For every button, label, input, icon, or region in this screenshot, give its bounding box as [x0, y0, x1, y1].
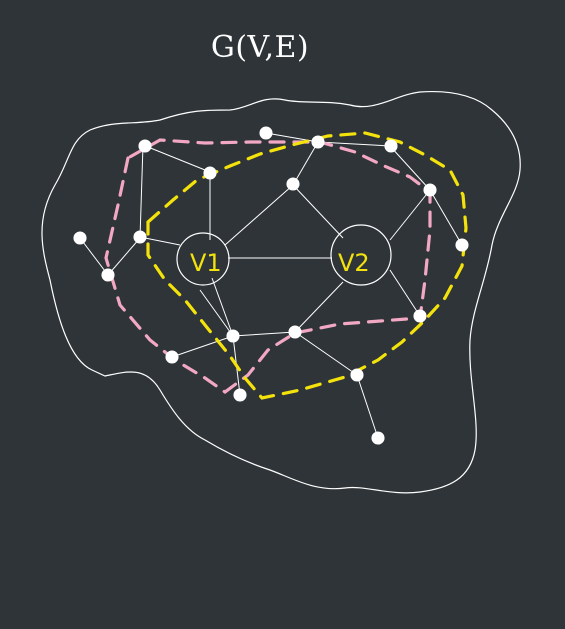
edge [224, 184, 294, 246]
vertex [286, 177, 300, 191]
edge [171, 335, 234, 358]
edges [79, 132, 463, 439]
vertex [311, 135, 325, 149]
vertex [259, 126, 273, 140]
vertex [226, 329, 240, 343]
vertex [288, 325, 302, 339]
vertex [384, 139, 398, 153]
vertex [101, 268, 115, 282]
edge [292, 141, 319, 186]
vertex [413, 309, 427, 323]
edge [389, 145, 431, 191]
v1-label: V1 [190, 249, 222, 277]
pink-dashed-path [104, 138, 432, 394]
edge [294, 281, 344, 333]
v1-node [176, 232, 230, 286]
vertex [233, 388, 247, 402]
vertex [133, 230, 147, 244]
edge [107, 237, 141, 276]
edge [356, 374, 379, 439]
vertex [371, 431, 385, 445]
edge [232, 331, 296, 337]
edge [429, 189, 463, 246]
vertices [73, 126, 469, 445]
edge [139, 144, 144, 239]
edge [139, 236, 181, 246]
yellow-dashed-path [146, 131, 468, 400]
edge [211, 277, 234, 337]
vertex [455, 238, 469, 252]
graph-title: G(V,E) [210, 30, 310, 65]
v2-label: V2 [338, 249, 370, 277]
v2-node [330, 224, 392, 286]
edge [292, 184, 344, 239]
graph-boundary [41, 90, 521, 494]
vertex [350, 368, 364, 382]
edge [294, 331, 358, 376]
vertex [138, 139, 152, 153]
edge [79, 237, 109, 276]
edge [389, 189, 431, 241]
edge [199, 289, 234, 337]
vertex [423, 183, 437, 197]
edge [265, 132, 319, 143]
edge [389, 269, 421, 317]
edge [317, 141, 391, 147]
vertex [203, 166, 217, 180]
vertex [165, 350, 179, 364]
vertex [73, 231, 87, 245]
edge [142, 144, 211, 173]
